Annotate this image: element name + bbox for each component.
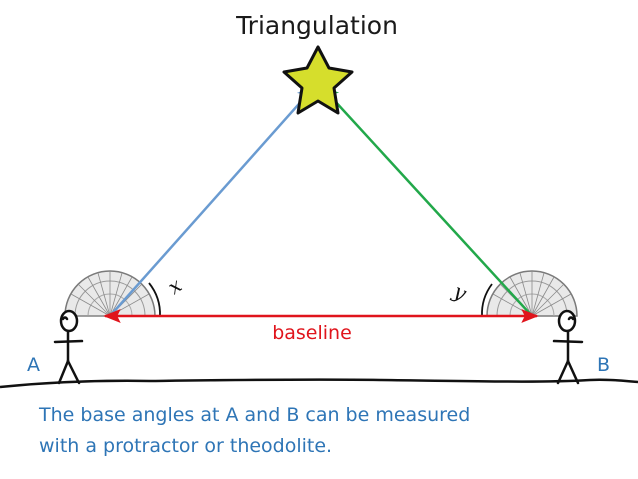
angle-y-label: y (449, 278, 471, 305)
stick-figure-icon (552, 309, 584, 385)
star-icon (282, 45, 354, 115)
protractor-icon (64, 270, 156, 317)
point-a-label: A (27, 354, 40, 376)
right-sight-line (320, 85, 533, 317)
caption-line-2: with a protractor or theodolite. (39, 435, 332, 457)
left-sight-line (109, 85, 316, 317)
stick-figure-icon (53, 309, 84, 385)
caption-line-1: The base angles at A and B can be measur… (38, 404, 470, 426)
point-b-label: B (597, 354, 610, 376)
protractor-icon (486, 270, 578, 317)
angle-x-label: x (163, 273, 186, 299)
page-title: Triangulation (235, 11, 398, 40)
ground-line (0, 378, 638, 389)
baseline-label: baseline (272, 322, 352, 344)
